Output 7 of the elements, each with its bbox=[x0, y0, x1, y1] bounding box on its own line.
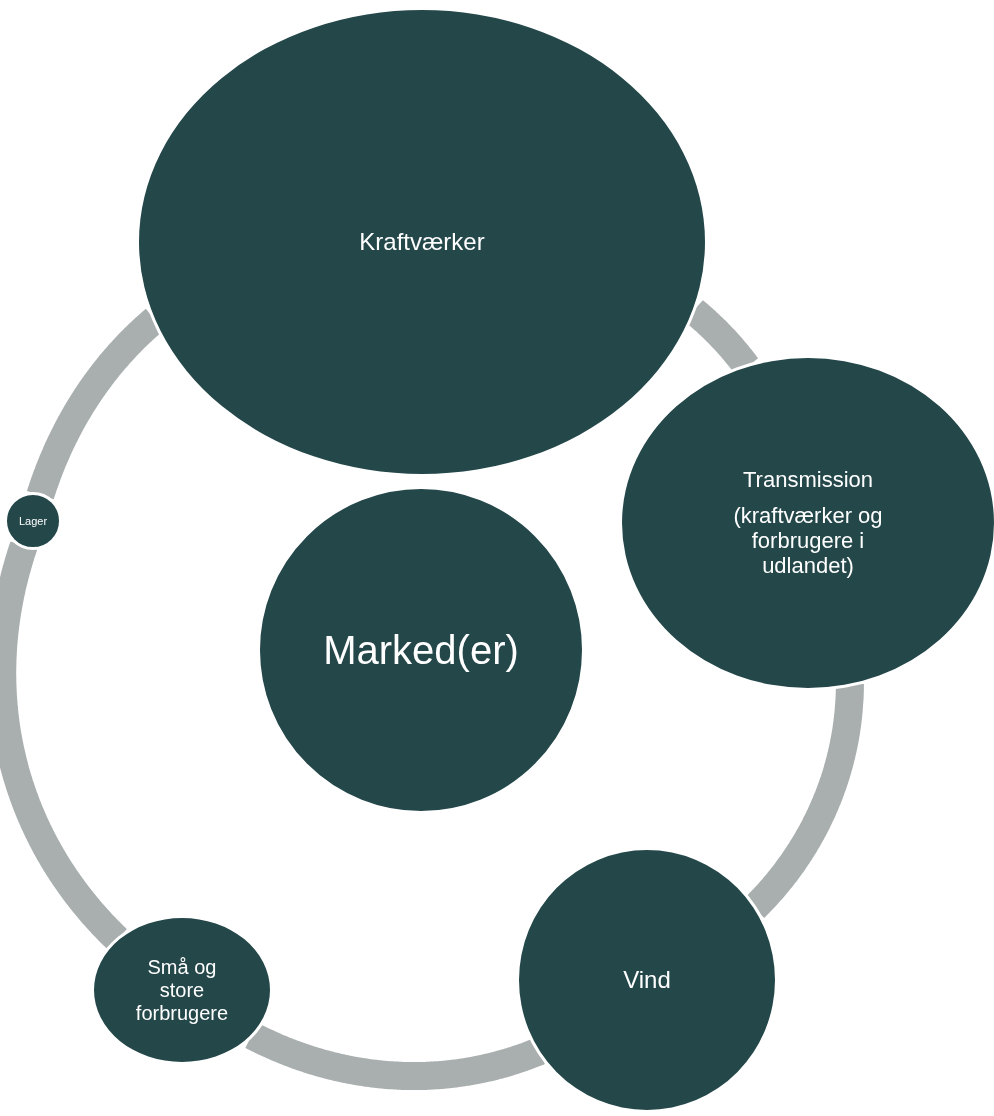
node-label: Kraftværker bbox=[359, 228, 485, 256]
node-label: Lager bbox=[18, 514, 48, 528]
node-label: (kraftværker og forbrugere i udlandet) bbox=[732, 502, 884, 579]
node-label: Marked(er) bbox=[323, 627, 519, 673]
node-label: Små og store forbrugere bbox=[134, 955, 230, 1025]
node-label: Vind bbox=[623, 966, 671, 994]
node-label: Transmission bbox=[743, 467, 873, 493]
